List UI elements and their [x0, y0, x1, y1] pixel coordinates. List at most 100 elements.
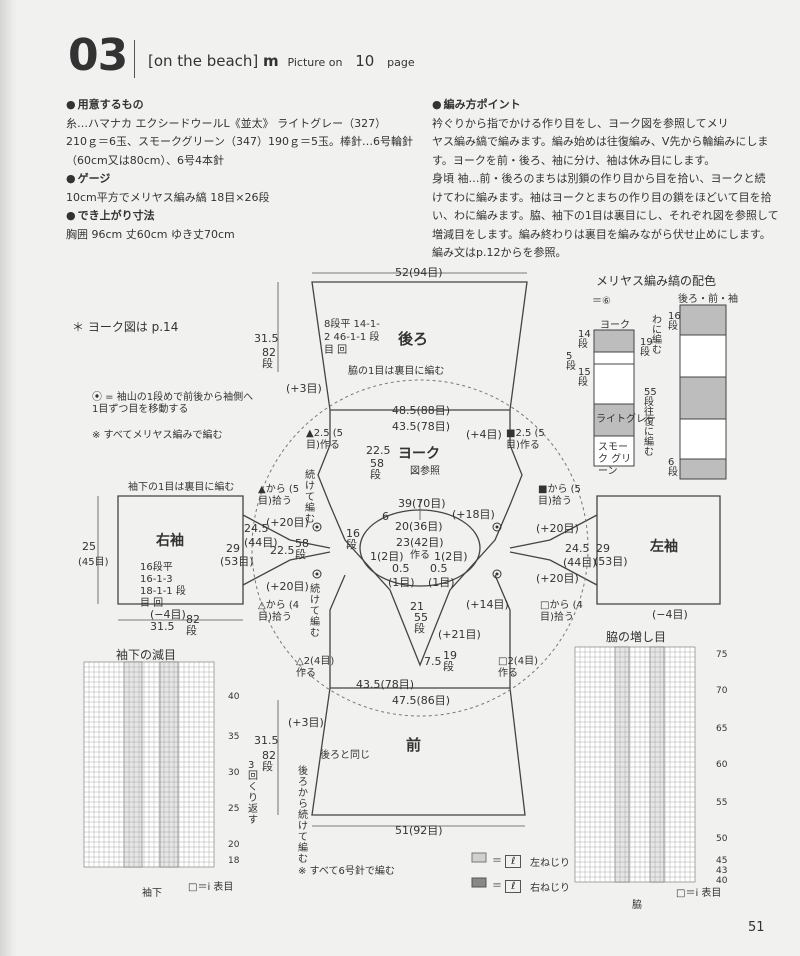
- back-label: 後ろ: [398, 330, 429, 348]
- title-bracket: [on the beach]: [148, 52, 259, 70]
- yoke-height-label: 22.5: [366, 444, 391, 457]
- c1me-left: (1目): [388, 576, 415, 589]
- w43-bottom-label: 43.5(78目): [356, 678, 415, 691]
- right-sleeve-label: 右袖: [156, 533, 184, 549]
- right-minus4: (−4目): [150, 608, 186, 621]
- side-row-60: 60: [716, 760, 728, 770]
- front-height-label: 31.5: [254, 734, 279, 747]
- front-width-label: 51(92目): [395, 824, 443, 837]
- sleeve-row-20: 20: [228, 840, 240, 850]
- c16-label: 16段: [346, 527, 360, 551]
- stripe-r19: 19段: [640, 337, 653, 358]
- right-twist-symbol: ＝ ℓ: [492, 877, 522, 893]
- page-word: page: [387, 56, 415, 69]
- sleeve-row-18: 18: [228, 856, 240, 866]
- c05-right: 0.5: [430, 562, 448, 575]
- points-line-6: い、わに編みます。脇、袖下の1目は裏目にし、それぞれ図を参照して: [432, 209, 779, 222]
- stripe-body-col: 後ろ・前・袖: [678, 294, 738, 305]
- circle-marker-note: ⦿ = 袖山の1段めで前後から袖側へ 1目ずつ目を移動する: [92, 392, 254, 415]
- sleeve-total-st: (45目): [78, 557, 109, 568]
- side-row-70: 70: [716, 686, 728, 696]
- left-sleeve-w: 29: [596, 542, 610, 555]
- right-twist-label: 右ねじり: [530, 883, 570, 894]
- chart-column-band: [614, 646, 630, 883]
- right-sleeve-w: 29: [226, 542, 240, 555]
- c05-left: 0.5: [392, 562, 410, 575]
- sleeve-total-label: 25: [82, 540, 96, 553]
- w20-label: 20(36目): [395, 520, 443, 533]
- front-rows-label: 82段: [262, 749, 276, 773]
- yoke-circle-guide: [251, 379, 589, 717]
- right-twist-swatch: [471, 877, 487, 888]
- left-sleeve-len-st: (44目): [563, 556, 597, 569]
- stripe-r6: 6段: [668, 457, 678, 478]
- materials-section: 用意するもの 糸…ハマナカ エクシードウールL《並太》 ライトグレー（327） …: [66, 96, 426, 244]
- c6-label: 6: [382, 510, 389, 523]
- back-side-note: 脇の1目は裏目に編む: [348, 366, 445, 377]
- sleeve-row-35: 35: [228, 732, 240, 742]
- stripe-title: メリヤス編み縞の配色: [596, 274, 717, 288]
- page-number: 51: [748, 920, 765, 935]
- side-row-55: 55: [716, 798, 728, 808]
- side-row-65: 65: [716, 724, 728, 734]
- w48-label: 48.5(88目): [392, 404, 451, 417]
- yoke-right-sleeve-join: [242, 514, 331, 586]
- side-axis-label: 脇: [632, 900, 642, 911]
- points-heading: 編み方ポイント: [432, 96, 782, 115]
- side-row-40: 40: [716, 876, 728, 886]
- c19-label: 19段: [443, 649, 457, 673]
- plus21-label: (+21目): [438, 628, 481, 641]
- left-twist-symbol: ＝ ℓ: [492, 852, 522, 868]
- back-width-label: 52(94目): [395, 266, 443, 279]
- pick-tri-note: ▲から (5目)拾う: [258, 484, 300, 507]
- stripe-r55: 55段 往復に編む: [644, 387, 657, 458]
- front-plus3-label: (+3目): [288, 716, 324, 729]
- stripe-smoke-label: スモーク グリーン: [598, 442, 632, 477]
- materials-line-2: 210ｇ＝6玉、スモークグリーン（347）190ｇ＝5玉。棒針…6号輪針: [66, 135, 413, 148]
- sleeve-repeat-note: 3回くり返す: [248, 760, 258, 826]
- sleeve-row-30: 30: [228, 768, 240, 778]
- left-sleeve-len: 24.5: [565, 542, 590, 555]
- points-section: 編み方ポイント 衿ぐりから指でかける作り目をし、ヨーク図を参照してメリ ヤス編み…: [432, 96, 782, 263]
- side-row-50: 50: [716, 834, 728, 844]
- pick-sq2-note: □から (4目)拾う: [540, 600, 583, 623]
- yoke-rows-label: 58段: [370, 457, 384, 481]
- continue-front-note: 続けて編む: [305, 470, 315, 525]
- points-line-2: ヤス編み縞で編みます。編み始めは往復編み、V先から輪編みにしま: [432, 135, 769, 148]
- w23-label: 23(42目): [396, 536, 444, 549]
- front-label: 前: [406, 736, 422, 754]
- gauge-text: 10cm平方でメリヤス編み縞 18目×26段: [66, 190, 270, 204]
- points-line-4: 身頃 袖…前・後ろのまちは別鎖の作り目から目を拾い、ヨークと続: [432, 172, 766, 185]
- c21-label: 21: [410, 600, 424, 613]
- points-line-5: けてわに編みます。袖はヨークとまちの作り目の鎖をほどいて目を拾: [432, 190, 772, 204]
- yoke-ref: 図参照: [410, 466, 440, 477]
- needle-note: ※ すべて6号針で編む: [298, 866, 395, 877]
- make-label: 作る: [410, 550, 430, 561]
- left-sleeve-label: 左袖: [650, 539, 678, 555]
- sq-top-right-note: ■2.5 (5目)作る: [506, 428, 545, 451]
- front-piece-outline: [311, 687, 526, 816]
- side-row-45: 45: [716, 856, 728, 866]
- right-sleeve-outline: [117, 495, 244, 605]
- sleeve-legend: □＝ⅰ 表目: [188, 882, 234, 893]
- left-minus4: (−4目): [652, 608, 688, 621]
- stripe-eq-mark: ＝⑥: [592, 296, 611, 307]
- back-plus3-label: (+3目): [286, 382, 322, 395]
- w43-top-label: 43.5(78目): [392, 420, 451, 433]
- right-plus20-bottom: (+20目): [266, 580, 309, 593]
- points-line-3: す。ヨークを前・後ろ、袖に分け、袖は休み目にします。: [432, 153, 716, 167]
- yoke-left-sleeve-join: [509, 514, 598, 586]
- stripe-r14: 14段: [578, 329, 591, 350]
- sleeve-decrease-rule: 16段平 16-1-3 18-1-1 段 目 回: [140, 562, 186, 609]
- all-stockinette-note: ※ すべてメリヤス編みで編む: [92, 430, 223, 441]
- left-twist-label: 左ねじり: [530, 858, 570, 869]
- chart-column-band: [649, 646, 665, 883]
- plus14-label: (+14目): [466, 598, 509, 611]
- yoke-outline: [317, 410, 523, 667]
- gauge-heading: ゲージ: [66, 170, 426, 189]
- side-legend: □＝ⅰ 表目: [676, 888, 722, 899]
- materials-line-1: 糸…ハマナカ エクシードウールL《並太》 ライトグレー（327）: [66, 116, 387, 130]
- materials-heading: 用意するもの: [66, 96, 426, 115]
- materials-line-3: （60cm又は80cm）、6号4本針: [66, 153, 225, 167]
- left-sleeve-outline: [596, 495, 721, 605]
